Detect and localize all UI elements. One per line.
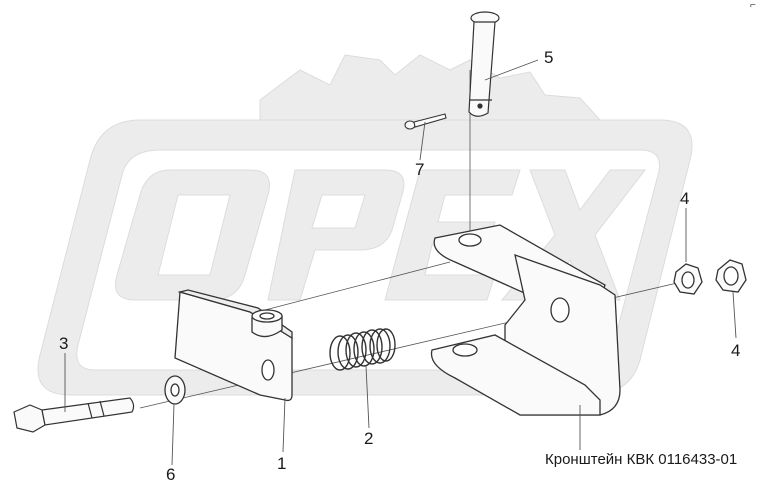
watermark-letter-p xyxy=(267,169,405,301)
callout-4-right: 4 xyxy=(731,341,741,360)
callout-7: 7 xyxy=(415,160,425,179)
callout-5: 5 xyxy=(544,48,554,67)
corner-mark: ⌐ xyxy=(750,0,756,11)
callout-6: 6 xyxy=(166,465,176,484)
callout-1: 1 xyxy=(277,454,287,473)
part-bolt xyxy=(13,397,135,433)
part-cotter-pin xyxy=(404,113,447,130)
part-nut-inner xyxy=(673,263,703,295)
watermark-letter-o xyxy=(115,169,270,301)
leader-lines xyxy=(64,59,737,466)
part-nut-outer xyxy=(715,259,747,293)
drawing-caption: Кронштейн КВК 0116433-01 xyxy=(545,451,738,468)
part-bracket xyxy=(430,224,621,416)
callout-3: 3 xyxy=(59,334,69,353)
part-washer xyxy=(164,375,186,405)
part-pin xyxy=(468,11,500,117)
part-plate xyxy=(174,289,293,402)
callout-4-top: 4 xyxy=(680,189,690,208)
part-spring xyxy=(329,328,396,371)
callout-2: 2 xyxy=(364,429,374,448)
